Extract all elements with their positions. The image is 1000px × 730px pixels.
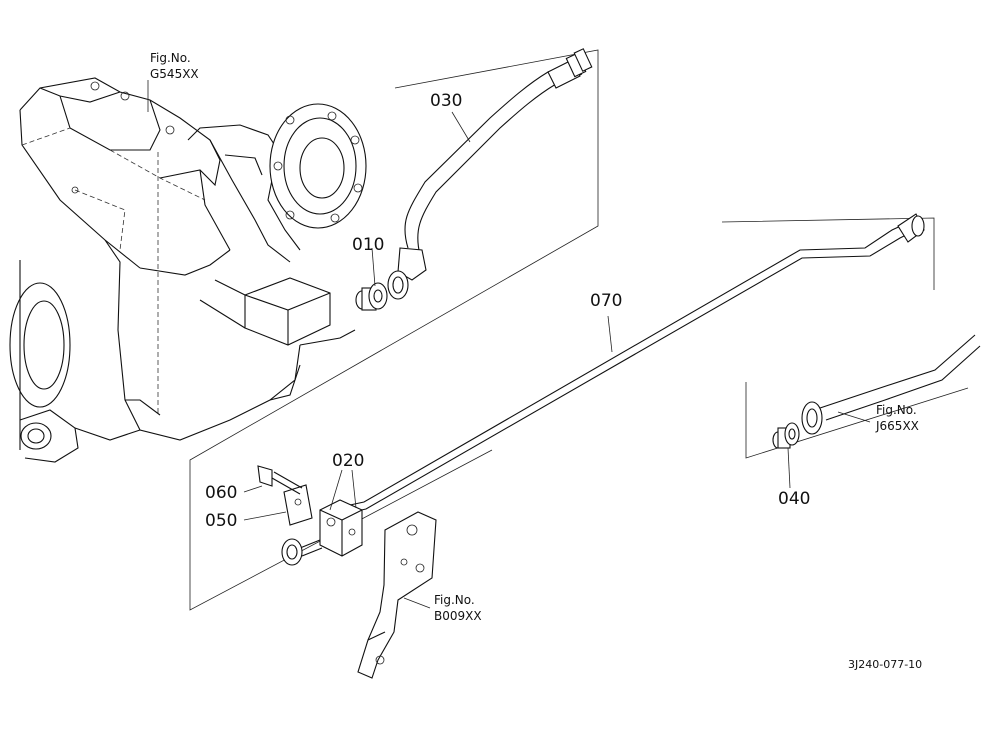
label-030: 030 bbox=[430, 91, 462, 111]
label-070: 070 bbox=[590, 291, 622, 311]
pipe-070 bbox=[319, 213, 925, 521]
bracket bbox=[357, 511, 437, 679]
detail-frame-right bbox=[721, 217, 935, 290]
leader-lines bbox=[147, 80, 871, 609]
label-040: 040 bbox=[778, 489, 810, 509]
label-020: 020 bbox=[332, 451, 364, 471]
ref-g545-label: Fig.No. bbox=[150, 51, 191, 65]
hose-j665 bbox=[801, 334, 981, 435]
drawing-code: 3J240-077-10 bbox=[848, 658, 922, 671]
adapter-010 bbox=[355, 282, 388, 311]
label-060: 060 bbox=[205, 483, 237, 503]
ref-j665-code: J665XX bbox=[875, 419, 919, 433]
ref-j665-label: Fig.No. bbox=[876, 403, 917, 417]
label-010: 010 bbox=[352, 235, 384, 255]
adapter-040 bbox=[772, 422, 800, 449]
ref-g545-code: G545XX bbox=[150, 67, 199, 81]
axle-housing-illustration bbox=[9, 77, 367, 463]
detail-frame-right-lower bbox=[745, 382, 969, 459]
label-050: 050 bbox=[205, 511, 237, 531]
ref-b009-label: Fig.No. bbox=[434, 593, 475, 607]
ref-b009-code: B009XX bbox=[434, 609, 482, 623]
hose-030 bbox=[387, 48, 593, 300]
clamp-assembly bbox=[257, 465, 363, 566]
detail-frame-left bbox=[189, 49, 599, 611]
